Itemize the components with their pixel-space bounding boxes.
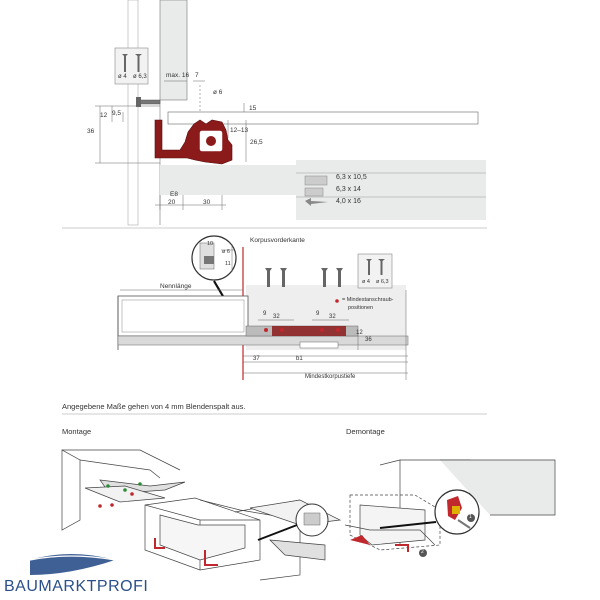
- drawer-frame: [117, 295, 249, 337]
- dim-12: 12: [100, 112, 108, 119]
- mounting-dots: [264, 328, 340, 332]
- top-badge-d1: ø 4: [118, 74, 127, 80]
- cabinet-side-panel: [159, 0, 188, 101]
- mid-badge-d1: ø 4: [362, 279, 370, 285]
- legend-line-1: = Mindestanschraub-: [342, 297, 394, 303]
- montage-arrows: [98, 482, 329, 566]
- mid-dim-32a: 32: [273, 314, 280, 320]
- cabinet-wall-line: [127, 0, 139, 226]
- screw-badge-mid: [357, 253, 393, 289]
- screw-label-1: 6,3 x 10,5: [336, 174, 367, 181]
- dim-7: 7: [195, 72, 199, 79]
- mid-badge-d2: ø 6,3: [376, 279, 389, 285]
- mid-dim-9a: 9: [263, 311, 267, 317]
- demontage-title: Demontage: [346, 427, 385, 436]
- drawer-bottom-plate: [167, 111, 479, 125]
- mid-dim-37: 37: [253, 356, 260, 362]
- step-2-label: 2: [421, 549, 424, 555]
- section-demontage: [344, 459, 556, 551]
- dim-max16: max. 16: [166, 72, 190, 79]
- dim-30: 30: [203, 199, 211, 206]
- screw-label-3: 4,0 x 16: [336, 198, 361, 205]
- runner-profile-roller: [206, 136, 216, 146]
- cabinet-bottom-board: [160, 165, 298, 195]
- brand-logo: BAUMARKTPROFI: [4, 578, 149, 595]
- dim-265: 26,5: [250, 139, 263, 146]
- screw-badge-icon-b: [135, 54, 142, 72]
- top-badge-d2: ø 6,3: [133, 74, 147, 80]
- step-1-marker: [467, 514, 475, 522]
- dim-20: 20: [168, 199, 176, 206]
- montage-title: Montage: [62, 427, 92, 436]
- mid-screws: [265, 268, 343, 287]
- demontage-detail: [350, 489, 480, 557]
- legend-line-2: positionen: [348, 305, 374, 311]
- dim-95: 9,5: [112, 110, 122, 117]
- nennlaenge-label: Nennlänge: [160, 283, 192, 290]
- step-1-label: 1: [469, 514, 472, 520]
- step-2-marker: [419, 549, 427, 557]
- mid-dim-9b: 9: [316, 311, 320, 317]
- screw-icon-2: [304, 187, 324, 197]
- mid-dim-32b: 32: [329, 314, 336, 320]
- zoom-dim-11: 11: [225, 261, 231, 267]
- logo-mark: [29, 554, 116, 575]
- fixing-screw-head: [136, 97, 141, 107]
- screw-badge-top: [114, 47, 149, 85]
- dim-36: 36: [87, 128, 95, 135]
- gap-note: Angegebene Maße gehen von 4 mm Blendensp…: [62, 402, 246, 411]
- section-top-crosssection: [95, 0, 486, 226]
- slide-red-part: [272, 326, 346, 336]
- screw-panel-bg: [296, 160, 486, 220]
- screw-icon-3: [305, 198, 328, 206]
- dim-bore: ø 6: [213, 89, 223, 96]
- screw-label-2: 6,3 x 14: [336, 186, 361, 193]
- screw-badge-icon-a: [122, 54, 128, 72]
- zoom-dim-10: 10: [207, 241, 214, 247]
- dim-1213: 12–13: [230, 127, 249, 134]
- dim-15: 15: [249, 105, 257, 112]
- screw-icon-1: [304, 175, 328, 186]
- mid-dim-36: 36: [365, 337, 372, 343]
- mid-dim-12: 12: [356, 330, 363, 336]
- section-middle-sideview: [117, 235, 409, 380]
- fixing-screw: [139, 99, 161, 105]
- mindest-label: Mindestkorpustiefe: [305, 374, 356, 380]
- korpus-label: Korpusvorderkante: [250, 237, 305, 244]
- screw-table: [296, 172, 486, 206]
- legend-dot: [335, 299, 339, 303]
- dim-e8: E8: [170, 191, 178, 198]
- zoom-dim-bore: ø 6: [222, 249, 230, 255]
- mid-dim-b1: b1: [296, 356, 303, 362]
